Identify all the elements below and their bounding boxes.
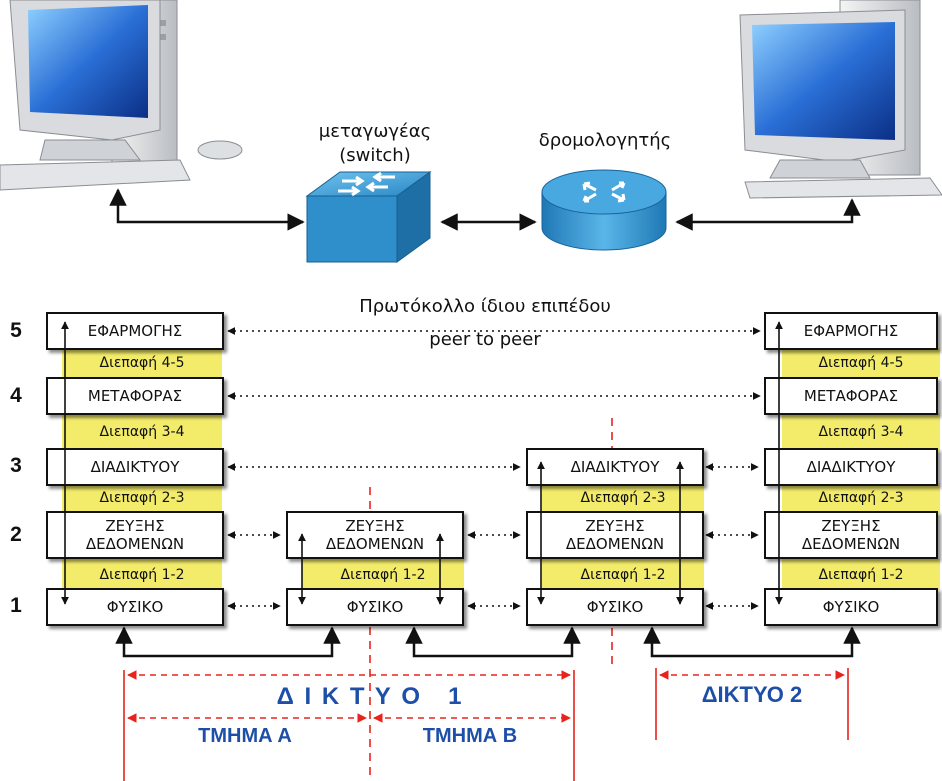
network-2-label: ΔΙΚΤΥΟ 2 xyxy=(701,682,803,707)
switch-layer-datalink-line1: ΖΕΥΞΗΣ xyxy=(345,517,405,535)
device-links xyxy=(109,188,861,231)
switch-layer-physical: ΦΥΣΙΚΟ xyxy=(286,588,464,626)
router-label: δρομολογητής xyxy=(538,130,672,151)
layer-number-1: 1 xyxy=(10,594,22,617)
switch-layer-datalink: ΖΕΥΞΗΣ ΔΕΔΟΜΕΝΩΝ xyxy=(286,511,464,559)
left-layer-application: ΕΦΑΡΜΟΓΗΣ xyxy=(46,312,224,350)
peer-protocol-subtitle: peer to peer xyxy=(429,329,541,350)
right-layer-application-label: ΕΦΑΡΜΟΓΗΣ xyxy=(803,322,899,340)
right-layer-datalink-line1: ΖΕΥΞΗΣ xyxy=(821,517,881,535)
right-interface-1-2: Διεπαφή 1-2 xyxy=(782,559,940,590)
router-layer-datalink-line1: ΖΕΥΞΗΣ xyxy=(585,517,645,535)
router-layer-physical-label: ΦΥΣΙΚΟ xyxy=(586,598,644,616)
switch-label-line1: μεταγωγέας xyxy=(318,121,432,142)
router-layer-physical: ΦΥΣΙΚΟ xyxy=(526,588,704,626)
router-layer-network-label: ΔΙΑΔΙΚΤΥΟΥ xyxy=(570,458,660,476)
right-layer-physical: ΦΥΣΙΚΟ xyxy=(764,588,938,626)
left-interface-2-3: Διεπαφή 2-3 xyxy=(62,483,222,513)
switch-label-line2: (switch) xyxy=(339,145,411,166)
switch-layer-datalink-line2: ΔΕΔΟΜΕΝΩΝ xyxy=(325,535,425,553)
right-layer-network: ΔΙΑΔΙΚΤΥΟΥ xyxy=(764,448,938,486)
router-interface-1-2: Διεπαφή 1-2 xyxy=(542,559,704,590)
left-layer-network-label: ΔΙΑΔΙΚΤΥΟΥ xyxy=(90,458,180,476)
left-layer-application-label: ΕΦΑΡΜΟΓΗΣ xyxy=(87,322,183,340)
left-computer-icon xyxy=(0,0,243,191)
router-layer-network: ΔΙΑΔΙΚΤΥΟΥ xyxy=(526,448,704,486)
physical-links xyxy=(115,626,861,658)
left-layer-datalink-line2: ΔΕΔΟΜΕΝΩΝ xyxy=(85,535,185,553)
layer-number-2: 2 xyxy=(10,523,22,546)
right-layer-application: ΕΦΑΡΜΟΓΗΣ xyxy=(764,312,938,350)
span-arrows xyxy=(127,670,845,723)
switch-interface-1-2: Διεπαφή 1-2 xyxy=(302,559,464,590)
segment-b-label: ΤΜΗΜΑ Β xyxy=(422,725,518,747)
right-layer-transport: ΜΕΤΑΦΟΡΑΣ xyxy=(764,377,938,415)
right-layer-physical-label: ΦΥΣΙΚΟ xyxy=(822,598,880,616)
left-layer-datalink-line1: ΖΕΥΞΗΣ xyxy=(105,517,165,535)
left-interface-4-5: Διεπαφή 4-5 xyxy=(62,348,222,377)
right-layer-network-label: ΔΙΑΔΙΚΤΥΟΥ xyxy=(806,458,896,476)
left-layer-network: ΔΙΑΔΙΚΤΥΟΥ xyxy=(46,448,224,486)
router-interface-2-3: Διεπαφή 2-3 xyxy=(542,483,704,513)
peer-protocol-title: Πρωτόκολλο ίδιου επιπέδου xyxy=(359,296,611,317)
left-layer-physical: ΦΥΣΙΚΟ xyxy=(46,588,224,626)
left-layer-datalink: ΖΕΥΞΗΣ ΔΕΔΟΜΕΝΩΝ xyxy=(46,511,224,559)
right-interface-2-3: Διεπαφή 2-3 xyxy=(782,483,940,513)
right-layer-datalink: ΖΕΥΞΗΣ ΔΕΔΟΜΕΝΩΝ xyxy=(764,511,938,559)
network-1-label: Δ Ι Κ Τ Υ Ο 1 xyxy=(276,683,464,710)
router-icon xyxy=(541,169,667,251)
layer-number-4: 4 xyxy=(10,384,22,407)
boundary-lines xyxy=(123,418,849,781)
left-layer-physical-label: ΦΥΣΙΚΟ xyxy=(106,598,164,616)
right-interface-4-5: Διεπαφή 4-5 xyxy=(782,348,940,377)
layer-number-3: 3 xyxy=(10,454,22,477)
switch-icon xyxy=(305,171,432,263)
left-interface-3-4: Διεπαφή 3-4 xyxy=(62,413,222,451)
left-layer-transport-label: ΜΕΤΑΦΟΡΑΣ xyxy=(87,387,183,405)
right-layer-transport-label: ΜΕΤΑΦΟΡΑΣ xyxy=(803,387,899,405)
layer-number-5: 5 xyxy=(10,319,22,342)
peer-arrows xyxy=(227,327,761,610)
router-layer-datalink: ΖΕΥΞΗΣ ΔΕΔΟΜΕΝΩΝ xyxy=(526,511,704,559)
switch-layer-physical-label: ΦΥΣΙΚΟ xyxy=(346,598,404,616)
router-layer-datalink-line2: ΔΕΔΟΜΕΝΩΝ xyxy=(565,535,665,553)
left-interface-1-2: Διεπαφή 1-2 xyxy=(62,559,222,590)
right-layer-datalink-line2: ΔΕΔΟΜΕΝΩΝ xyxy=(801,535,901,553)
right-interface-3-4: Διεπαφή 3-4 xyxy=(782,413,940,451)
segment-a-label: ΤΜΗΜΑ Α xyxy=(198,725,292,747)
switch-label: μεταγωγέας (switch) xyxy=(300,120,450,168)
left-layer-transport: ΜΕΤΑΦΟΡΑΣ xyxy=(46,377,224,415)
right-computer-icon xyxy=(739,0,942,199)
